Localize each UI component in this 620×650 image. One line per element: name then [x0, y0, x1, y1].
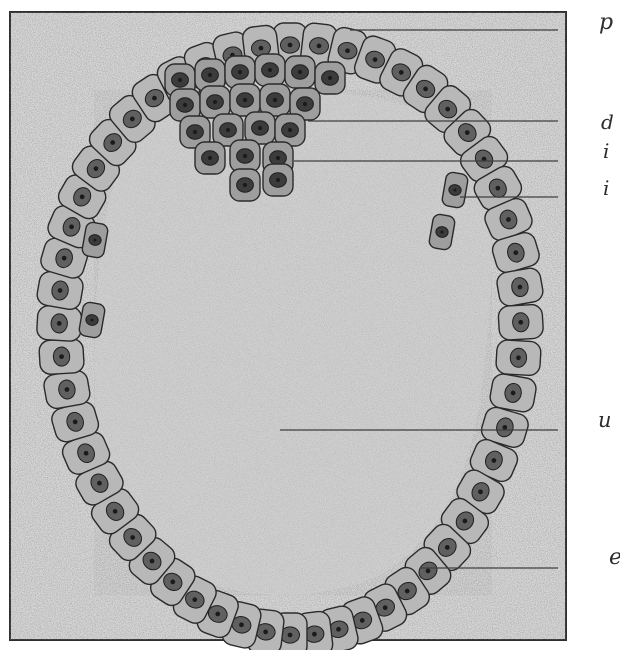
label-i-upper: i	[603, 141, 609, 161]
inner-mass-cell	[230, 84, 260, 116]
inner-mass-cell	[255, 54, 285, 86]
epithelial-cell	[495, 267, 544, 308]
inner-mass-cell	[275, 114, 305, 146]
epithelial-cell	[39, 338, 85, 375]
inner-mass-cell	[260, 84, 290, 116]
inner-mass-cell	[285, 56, 315, 88]
inner-mass-cell	[263, 164, 293, 196]
inner-mass-cell	[315, 62, 345, 94]
inner-mass-cell	[225, 56, 255, 88]
epithelial-cell	[36, 305, 82, 342]
label-u: u	[598, 410, 612, 431]
epithelial-cell	[498, 304, 544, 341]
epithelial-cell	[495, 339, 541, 376]
label-d: d	[601, 112, 614, 132]
inner-mass-cell	[230, 140, 260, 172]
epithelial-cell	[42, 369, 91, 410]
label-p: p	[599, 12, 613, 34]
inner-mass-cell	[230, 169, 260, 201]
label-i-lower: i	[603, 178, 609, 198]
inner-mass-cell	[245, 112, 275, 144]
inner-mass-cell	[200, 86, 230, 118]
inner-mass-cell	[195, 142, 225, 174]
label-e: e	[609, 547, 620, 569]
